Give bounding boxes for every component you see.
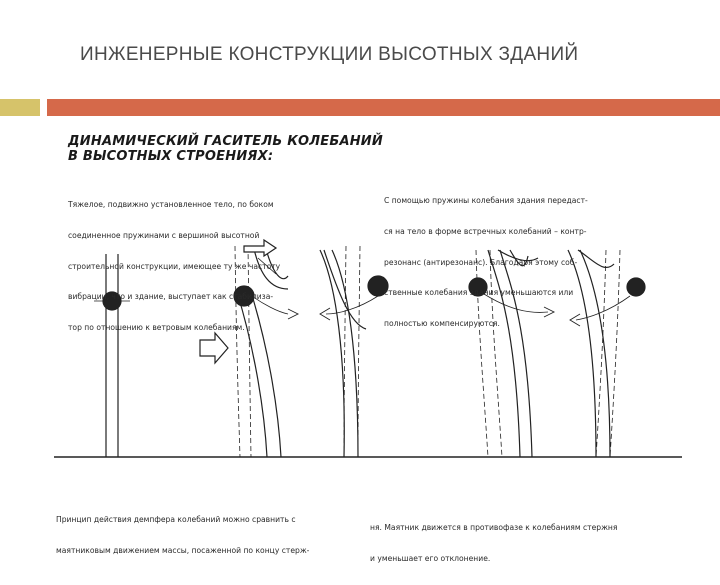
figure-heading-line: В ВЫСОТНЫХ СТРОЕНИЯХ: <box>68 149 274 164</box>
pendulum-building-right <box>468 249 556 458</box>
bent-building-right <box>233 238 300 458</box>
caption-line: резонанс (антирезонанс). Благодаря этому… <box>384 257 578 267</box>
caption-line: ня. Маятник движется в противофазе к кол… <box>370 523 618 533</box>
pendulum-building-left <box>567 249 646 458</box>
upright-rod <box>94 254 130 457</box>
caption-line: и уменьшает его отклонение. <box>370 554 491 564</box>
tuned-mass-damper-figure: ДИНАМИЧЕСКИЙ ГАСИТЕЛЬ КОЛЕБАНИЙ В ВЫСОТН… <box>48 124 688 563</box>
caption-line: Тяжелое, подвижно установленное тело, по… <box>68 200 274 210</box>
caption-line: тор по отношению к ветровым колебаниям. <box>68 322 245 332</box>
caption-line: Принцип действия демпфера колебаний можн… <box>56 515 296 525</box>
caption-line: маятниковым движением массы, посаженной … <box>56 546 310 556</box>
slide: ИНЖЕНЕРНЫЕ КОНСТРУКЦИИ ВЫСОТНЫХ ЗДАНИЙ <box>0 44 720 563</box>
figure-heading-line: ДИНАМИЧЕСКИЙ ГАСИТЕЛЬ КОЛЕБАНИЙ <box>68 134 383 149</box>
bottom-left-caption: Принцип действия демпфера колебаний можн… <box>56 495 309 577</box>
caption-line: С помощью пружины колебания здания перед… <box>384 196 588 206</box>
damper-mass <box>468 277 488 297</box>
accent-square <box>0 99 40 116</box>
slide-title: ИНЖЕНЕРНЫЕ КОНСТРУКЦИИ ВЫСОТНЫХ ЗДАНИЙ <box>80 44 579 65</box>
damper-illustration <box>54 238 682 458</box>
left-caption: Тяжелое, подвижно установленное тело, по… <box>68 180 280 353</box>
figure-heading: ДИНАМИЧЕСКИЙ ГАСИТЕЛЬ КОЛЕБАНИЙ В ВЫСОТН… <box>68 134 383 164</box>
caption-line: ся на тело в форме встречных колебаний –… <box>384 227 587 237</box>
wind-arrow-icon <box>199 331 229 365</box>
caption-line: полностью компенсируются. <box>384 318 500 328</box>
bottom-right-caption: ня. Маятник движется в противофазе к кол… <box>370 503 617 585</box>
bent-building-left <box>319 245 389 458</box>
caption-line: строительной конструкции, имеющее ту же … <box>68 261 281 271</box>
caption-line: ственные колебания здания уменьшаются ил… <box>384 288 574 298</box>
right-caption: С помощью пружины колебания здания перед… <box>384 176 588 349</box>
damper-mass <box>233 285 255 307</box>
caption-line: соединенное пружинами с вершиной высотно… <box>68 231 260 241</box>
damper-mass <box>626 277 646 297</box>
caption-line: вибрации, что и здание, выступает как ст… <box>68 292 274 302</box>
accent-bar <box>47 99 720 116</box>
